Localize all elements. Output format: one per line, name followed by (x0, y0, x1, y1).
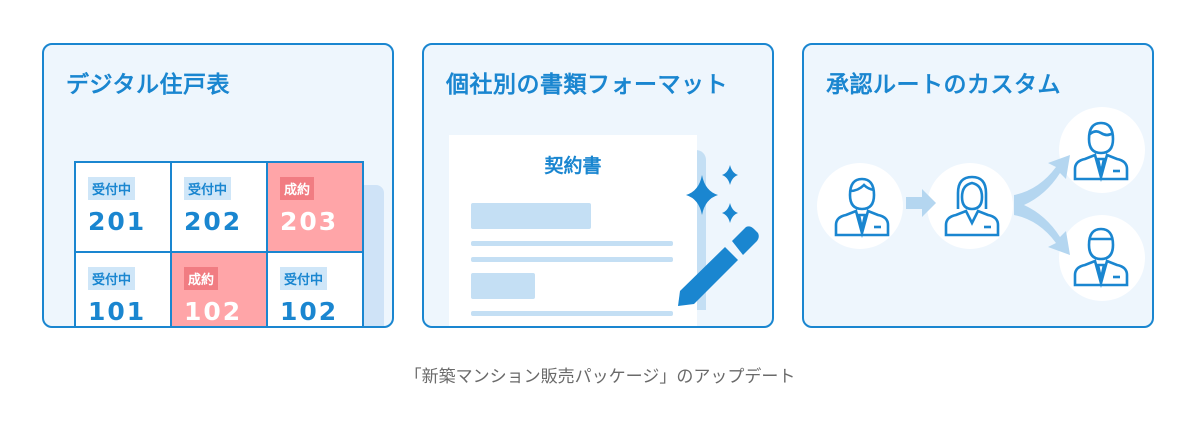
applicant-avatar-icon (834, 177, 890, 238)
status-badge: 成約 (184, 267, 219, 290)
doc-block (471, 273, 535, 299)
status-badge: 受付中 (184, 177, 232, 200)
room-number: 102 (280, 297, 339, 326)
pencil-eraser (732, 226, 759, 255)
doc-line (471, 311, 673, 316)
status-badge: 受付中 (88, 267, 136, 290)
pencil-body (678, 247, 738, 306)
sparkle-pencil-icon (678, 165, 759, 306)
room-number: 201 (88, 207, 147, 236)
unit-cell-202: 受付中 202 (172, 163, 266, 251)
card-title: 個社別の書類フォーマット (446, 72, 728, 98)
room-number: 203 (280, 207, 339, 236)
room-number: 202 (184, 207, 243, 236)
status-badge: 受付中 (280, 267, 328, 290)
branch-arrow-icon (1014, 155, 1070, 255)
approver-avatar-icon (1073, 227, 1129, 288)
sparkle-icon (722, 165, 738, 185)
sparkle-icon (722, 203, 738, 223)
document-sheet: 契約書 (449, 135, 697, 326)
status-badge: 成約 (280, 177, 315, 200)
unit-cell-102: 受付中 102 (268, 253, 362, 326)
unit-cell-201: 受付中 201 (76, 163, 170, 251)
sparkle-icon (686, 175, 718, 215)
room-number: 101 (88, 297, 147, 326)
reviewer-avatar-icon (944, 175, 1000, 237)
unit-cell-101: 受付中 101 (76, 253, 170, 326)
arrow-right-icon (906, 189, 936, 217)
card-digital-unit-table: デジタル住戸表 受付中 201 受付中 202 成約 203 受付中 101 成… (42, 43, 394, 328)
status-badge: 受付中 (88, 177, 136, 200)
room-number: 102 (184, 297, 243, 326)
caption: 「新築マンション販売パッケージ」のアップデート (404, 367, 796, 387)
card-title: デジタル住戸表 (66, 72, 231, 98)
unit-cell-102-sold: 成約 102 (172, 253, 266, 326)
unit-cell-203: 成約 203 (268, 163, 362, 251)
doc-line (471, 257, 673, 262)
card-approval-route: 承認ルートのカスタム (802, 43, 1154, 328)
card-document-format: 個社別の書類フォーマット 契約書 (422, 43, 774, 328)
approval-arrows (906, 155, 1070, 255)
doc-line (471, 241, 673, 246)
doc-block (471, 203, 591, 229)
unit-grid: 受付中 201 受付中 202 成約 203 受付中 101 成約 102 受付… (74, 161, 364, 326)
card-title: 承認ルートのカスタム (826, 72, 1061, 98)
document-title: 契約書 (544, 155, 602, 177)
approver-avatar-icon (1073, 121, 1129, 182)
